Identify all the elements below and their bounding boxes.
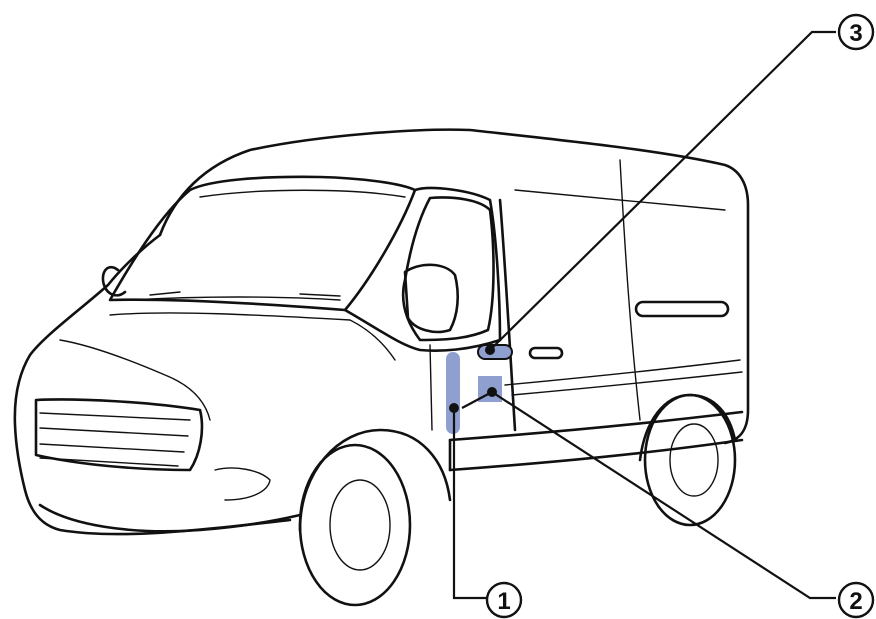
callout-dot-3	[485, 345, 495, 355]
van-outline	[15, 130, 748, 605]
callout-label-1: 1	[497, 588, 510, 615]
callout-line-2	[492, 392, 836, 598]
callout-badge-3: 3	[839, 15, 873, 49]
callout-dot-2	[487, 387, 497, 397]
callout-label-3: 3	[849, 20, 862, 47]
callout-dot-1	[449, 403, 459, 413]
highlight-zones	[446, 345, 512, 434]
highlight-door-handle	[478, 345, 512, 359]
callout-badge-1: 1	[487, 583, 521, 617]
callout-badge-2: 2	[839, 583, 873, 617]
callout-label-2: 2	[849, 588, 862, 615]
